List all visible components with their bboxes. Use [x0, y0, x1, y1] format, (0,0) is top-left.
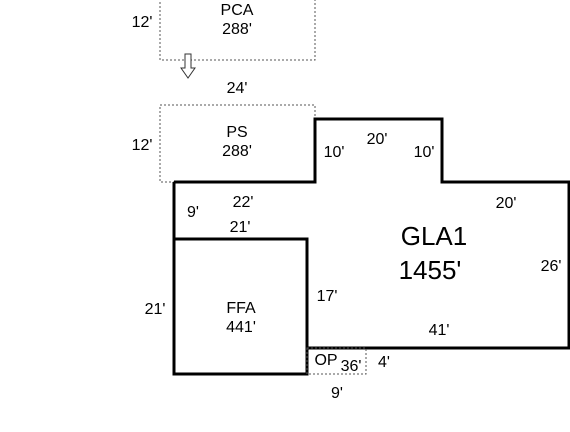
op-size: 36'	[341, 358, 362, 375]
ps-top-dim: 24'	[227, 80, 248, 97]
op-name: OP	[314, 352, 337, 369]
op-bottom-dim: 9'	[331, 385, 343, 402]
gla1-bump-left-dim: 10'	[324, 144, 345, 161]
gla1-right-top-dim: 20'	[496, 195, 517, 212]
ps-name: PS	[226, 124, 247, 141]
gla1-bump-right-dim: 10'	[414, 144, 435, 161]
ffa-outline	[172, 237, 309, 376]
ps-size: 288'	[222, 143, 252, 160]
gla1-bump-top-dim: 20'	[367, 131, 388, 148]
gla1-left-upper-dim: 9'	[187, 204, 199, 221]
ffa-left-dim: 21'	[145, 301, 166, 318]
gla1-size: 1455'	[399, 255, 462, 285]
op-outline	[306, 347, 367, 375]
gla1-left-lower-dim: 17'	[317, 288, 338, 305]
ffa-name: FFA	[226, 300, 256, 317]
gla1-right-dim: 26'	[541, 258, 562, 275]
op-right-dim: 4'	[378, 354, 390, 371]
gla1-name: GLA1	[401, 221, 468, 251]
pca-outline	[159, 0, 316, 61]
pca-left-dim: 12'	[132, 14, 153, 31]
down-arrow-icon	[180, 53, 196, 79]
gla1-ffa-top-dim: 21'	[230, 219, 251, 236]
pca-size: 288'	[222, 21, 252, 38]
ffa-size: 441'	[226, 319, 256, 336]
pca-name: PCA	[221, 2, 254, 19]
ps-left-dim: 12'	[132, 137, 153, 154]
gla1-bottom-dim: 41'	[429, 322, 450, 339]
gla1-top-left-dim: 22'	[233, 194, 254, 211]
